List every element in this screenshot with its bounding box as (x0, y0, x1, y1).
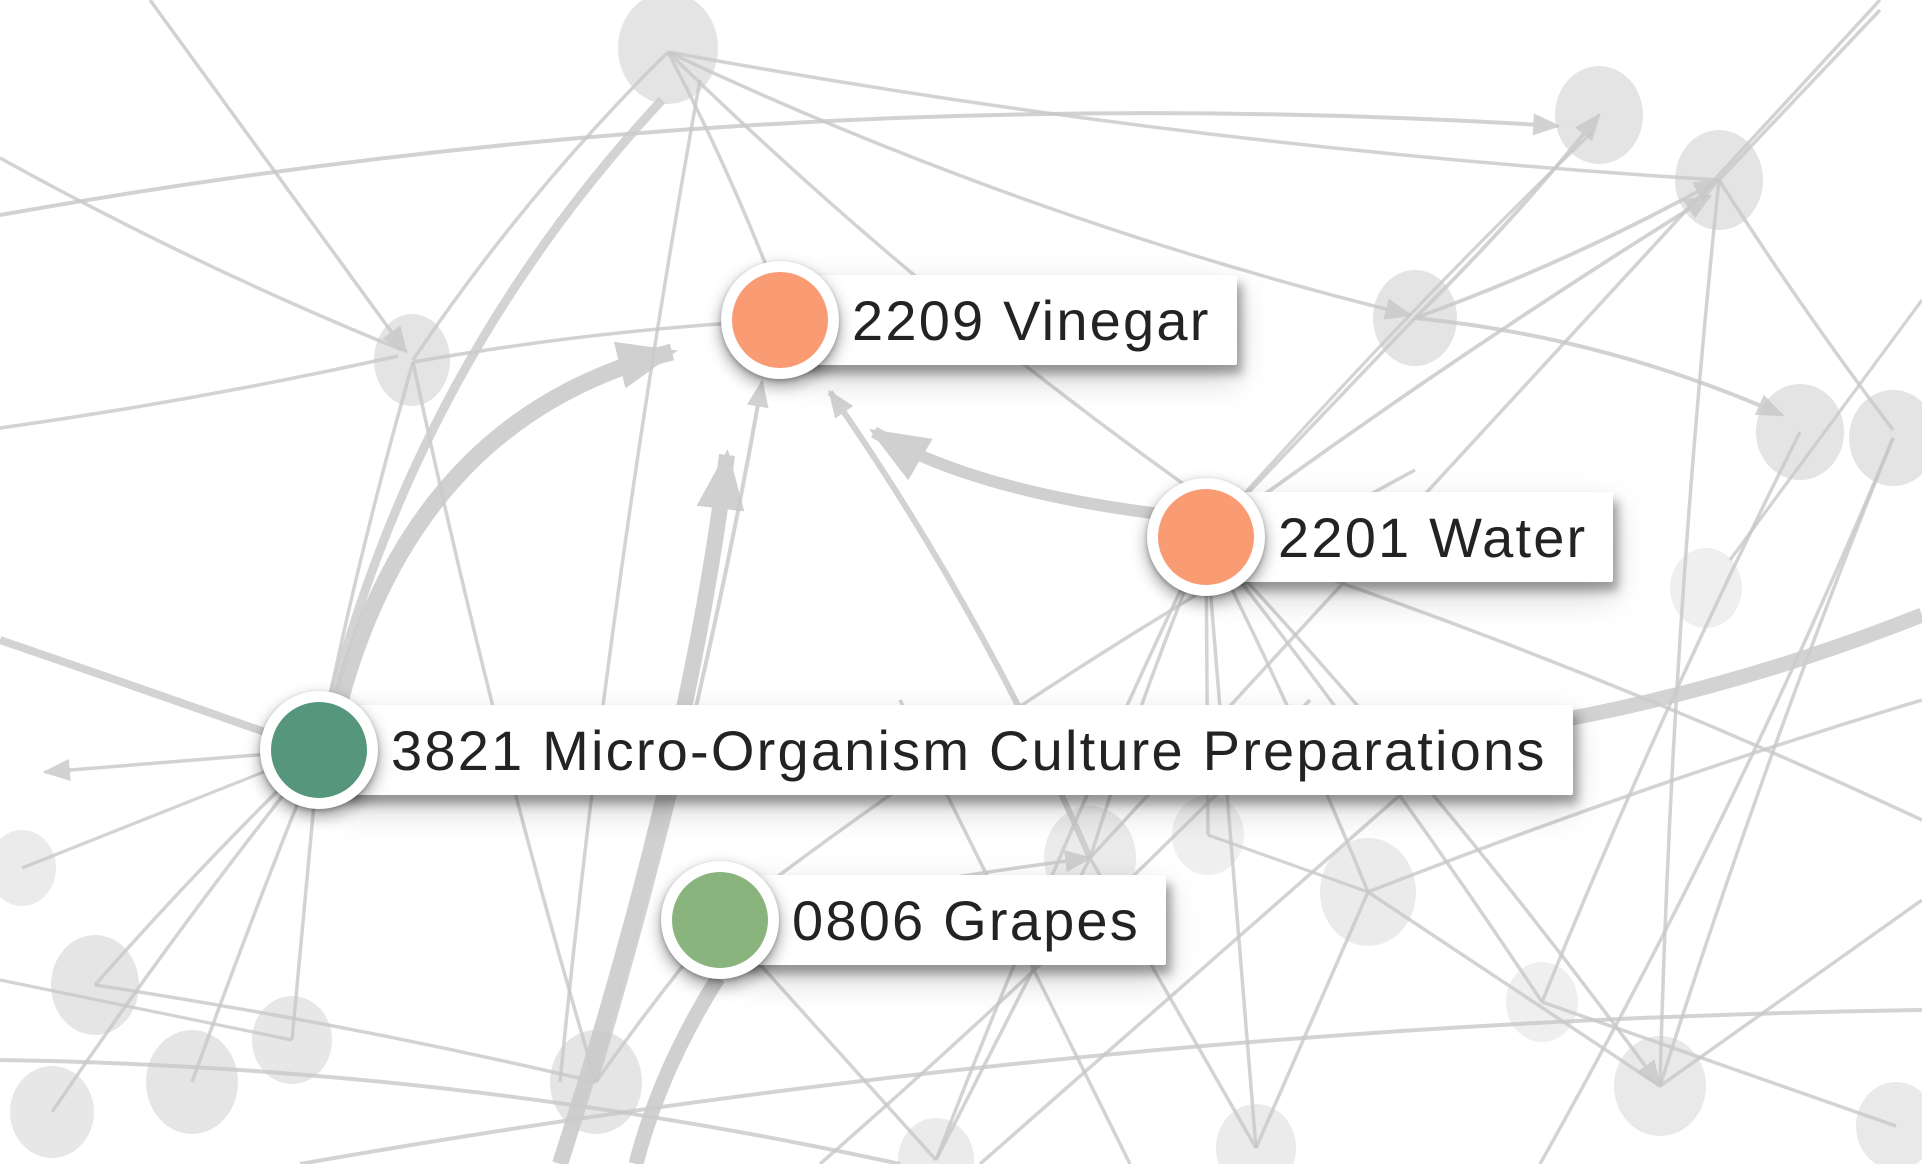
edge (0, 978, 293, 1042)
edge (1414, 178, 1722, 320)
edge (1367, 890, 1661, 1088)
strong-edge (868, 426, 1169, 521)
edge (1658, 437, 1895, 1087)
edge (1254, 891, 1370, 1149)
strong-edge (552, 449, 745, 1164)
edge (558, 79, 702, 1083)
vinegar-node-label[interactable]: 2209 Vinegar (804, 275, 1237, 365)
edge (1413, 112, 1601, 320)
edge (0, 111, 1561, 217)
background-node (1849, 390, 1922, 486)
edge (1204, 130, 1594, 539)
strong-edge (0, 636, 278, 740)
vinegar-node-circle[interactable] (721, 261, 839, 379)
edge (978, 758, 1442, 1164)
background-node (0, 830, 56, 906)
edge (667, 50, 1720, 182)
edge (0, 1058, 901, 1164)
water-node-label[interactable]: 2201 Water (1230, 492, 1614, 582)
edge (299, 1008, 1922, 1164)
strong-edge (321, 341, 678, 744)
edge (1414, 316, 1785, 417)
edge (1658, 898, 1922, 1088)
edge (1540, 431, 1802, 1003)
edge (1204, 535, 1662, 1089)
grapes-node-circle[interactable] (661, 861, 779, 979)
micro-organism-node-circle[interactable] (260, 691, 378, 809)
grapes-node-label[interactable]: 0806 Grapes (744, 875, 1166, 965)
micro-organism-node-label[interactable]: 3821 Micro-Organism Culture Preparations (343, 705, 1573, 795)
edge (148, 0, 408, 355)
edge (1207, 833, 1369, 894)
edge (94, 983, 597, 1084)
edge (0, 156, 403, 352)
edge (411, 50, 670, 361)
edge (1367, 698, 1922, 894)
strong-edge (325, 96, 666, 708)
strong-edge (628, 974, 725, 1164)
edge (1204, 194, 1713, 539)
background-node (898, 1118, 974, 1164)
water-node-circle[interactable] (1147, 478, 1265, 596)
edge (1717, 179, 1895, 432)
edge (1658, 179, 1721, 1087)
edge (667, 50, 1413, 320)
background-node (1670, 548, 1742, 628)
edge (0, 354, 399, 430)
edge (1717, 8, 1882, 182)
edge (1538, 437, 1895, 1164)
